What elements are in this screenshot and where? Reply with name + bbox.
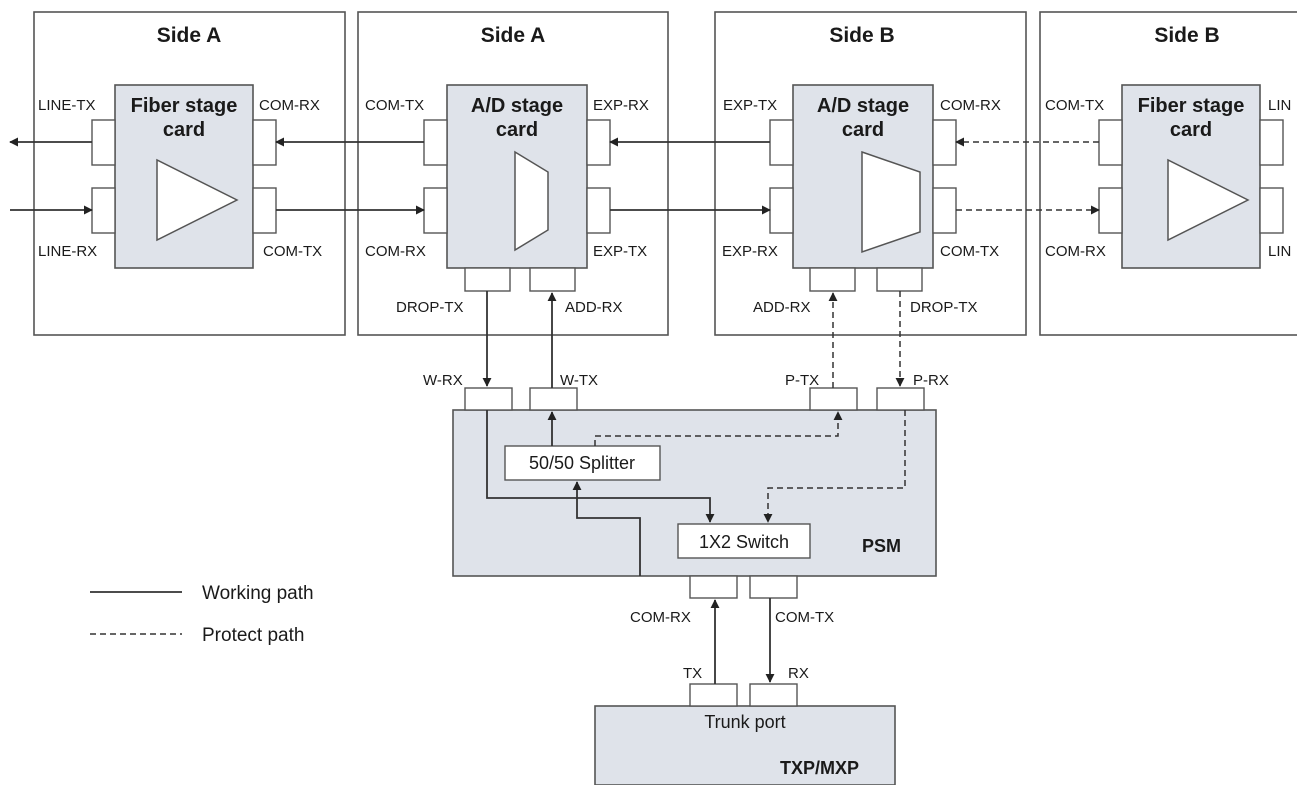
side-a-ad-box: Side A — [357, 11, 669, 336]
label-ada-com-tx: COM-TX — [365, 97, 424, 114]
legend: Working path Protect path — [90, 583, 314, 646]
adb-port-drop-tx — [876, 267, 923, 292]
ada-port-com-tx — [423, 119, 448, 166]
label-txp-rx: RX — [788, 665, 809, 682]
psm-port-w-rx — [464, 387, 513, 411]
mux-trapezoid-a — [514, 150, 549, 252]
label-fb-lin-top: LIN — [1268, 97, 1291, 114]
label-fb-com-tx: COM-TX — [1045, 97, 1104, 114]
label-psm-p-tx: P-TX — [785, 372, 819, 389]
fiber-card-a-title-2: card — [163, 119, 205, 141]
ada-port-drop-tx — [464, 267, 511, 292]
label-psm-com-tx: COM-TX — [775, 609, 834, 626]
fb-port-com-rx — [1098, 187, 1123, 234]
psm-label: PSM — [862, 536, 901, 556]
psm-port-com-rx — [689, 575, 738, 599]
mux-trapezoid-b — [861, 150, 921, 254]
label-fb-com-rx: COM-RX — [1045, 243, 1106, 260]
label-ada-exp-rx: EXP-RX — [593, 97, 649, 114]
switch-box — [677, 523, 811, 559]
label-psm-com-rx: COM-RX — [630, 609, 691, 626]
label-adb-exp-rx: EXP-RX — [722, 243, 778, 260]
splitter-label: 50/50 Splitter — [529, 453, 635, 473]
txp-mxp-module: Trunk port TXP/MXP — [594, 683, 896, 785]
ada-port-exp-rx — [586, 119, 611, 166]
label-psm-p-rx: P-RX — [913, 372, 949, 389]
fa-port-line-rx — [91, 187, 116, 234]
txp-body — [594, 705, 896, 785]
psm-port-com-tx — [749, 575, 798, 599]
txp-port-rx — [749, 683, 798, 707]
psm-port-p-rx — [876, 387, 925, 411]
fa-port-com-tx — [252, 187, 277, 234]
adb-port-com-rx — [932, 119, 957, 166]
label-fb-lin-bottom: LIN — [1268, 243, 1291, 260]
fb-port-line-top — [1259, 119, 1284, 166]
label-ada-com-rx: COM-RX — [365, 243, 426, 260]
label-line-rx: LINE-RX — [38, 243, 97, 260]
label-fa-com-rx: COM-RX — [259, 97, 320, 114]
label-txp-tx: TX — [683, 665, 702, 682]
label-adb-exp-tx: EXP-TX — [723, 97, 777, 114]
ad-card-a-title-1: A/D stage — [471, 95, 563, 117]
fiber-stage-card-b: Fiber stage card — [1098, 84, 1284, 269]
fa-port-com-rx — [252, 119, 277, 166]
switch-label: 1X2 Switch — [699, 532, 789, 552]
amplifier-triangle-b — [1167, 158, 1250, 242]
label-psm-w-tx: W-TX — [560, 372, 598, 389]
fb-port-com-tx — [1098, 119, 1123, 166]
label-ada-exp-tx: EXP-TX — [593, 243, 647, 260]
fiber-card-a-title-1: Fiber stage — [131, 95, 238, 117]
adb-port-add-rx — [809, 267, 856, 292]
path-p-rx-to-switch — [763, 410, 906, 523]
trunk-port-label: Trunk port — [704, 712, 785, 732]
legend-working-label: Working path — [202, 583, 314, 604]
side-b-ad-title: Side B — [829, 24, 894, 47]
label-ada-add-rx: ADD-RX — [565, 299, 623, 316]
adb-port-com-tx — [932, 187, 957, 234]
label-psm-w-rx: W-RX — [423, 372, 463, 389]
splitter-box — [504, 445, 661, 481]
path-w-rx-to-switch — [486, 410, 715, 523]
txp-mxp-label: TXP/MXP — [780, 758, 859, 778]
ad-card-b-title-1: A/D stage — [817, 95, 909, 117]
psm-port-p-tx — [809, 387, 858, 411]
psm-module: 50/50 Splitter 1X2 Switch PSM — [452, 387, 937, 599]
amplifier-triangle-a — [156, 158, 239, 242]
side-a-ad-title: Side A — [481, 24, 546, 47]
label-adb-com-rx: COM-RX — [940, 97, 1001, 114]
adb-port-exp-tx — [769, 119, 794, 166]
label-fa-com-tx: COM-TX — [263, 243, 322, 260]
txp-port-tx — [689, 683, 738, 707]
label-adb-add-rx: ADD-RX — [753, 299, 811, 316]
label-adb-drop-tx: DROP-TX — [910, 299, 978, 316]
ada-port-com-rx — [423, 187, 448, 234]
side-b-fiber-title: Side B — [1154, 24, 1219, 47]
adb-port-exp-rx — [769, 187, 794, 234]
fiber-card-b-title-2: card — [1170, 119, 1212, 141]
ad-stage-card-a: A/D stage card — [423, 84, 611, 292]
side-a-fiber-title: Side A — [157, 24, 222, 47]
ad-card-a-title-2: card — [496, 119, 538, 141]
ada-port-exp-tx — [586, 187, 611, 234]
path-com-rx-to-splitter — [572, 481, 641, 576]
ad-card-b-title-2: card — [842, 119, 884, 141]
ada-port-add-rx — [529, 267, 576, 292]
label-adb-com-tx: COM-TX — [940, 243, 999, 260]
fiber-card-b-title-1: Fiber stage — [1138, 95, 1245, 117]
ad-stage-card-b: A/D stage card — [769, 84, 957, 292]
fb-port-line-bottom — [1259, 187, 1284, 234]
path-splitter-to-p-tx — [594, 411, 843, 446]
label-line-tx: LINE-TX — [38, 97, 96, 114]
fiber-stage-card-a: Fiber stage card — [91, 84, 277, 269]
label-ada-drop-tx: DROP-TX — [396, 299, 464, 316]
fa-port-line-tx — [91, 119, 116, 166]
psm-port-w-tx — [529, 387, 578, 411]
legend-protect-label: Protect path — [202, 625, 304, 646]
